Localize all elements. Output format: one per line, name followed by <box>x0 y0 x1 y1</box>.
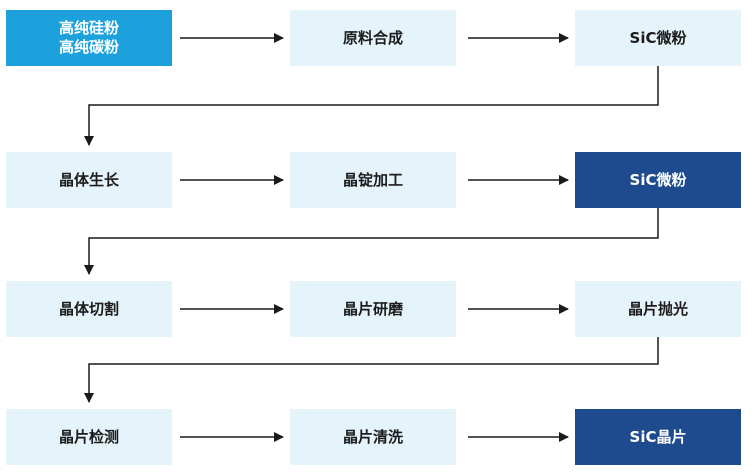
arrow-powder1-to-growth <box>84 66 659 146</box>
node-wafer-cleaning: 晶片清洗 <box>290 409 456 465</box>
node-sic-wafer: SiC晶片 <box>575 409 741 465</box>
node-raw-materials: 高纯硅粉 高纯碳粉 <box>6 10 172 66</box>
node-label: 晶体生长 <box>58 170 119 189</box>
node-label: 晶片清洗 <box>342 427 403 446</box>
node-label: 晶片研磨 <box>342 299 403 318</box>
node-label-line: 高纯硅粉 <box>58 19 119 37</box>
node-label: 晶片检测 <box>58 427 119 446</box>
node-label: 晶锭加工 <box>342 170 403 189</box>
node-crystal-cutting: 晶体切割 <box>6 281 172 337</box>
node-wafer-polishing: 晶片抛光 <box>575 281 741 337</box>
node-wafer-grinding: 晶片研磨 <box>290 281 456 337</box>
arrow-polishing-to-inspection <box>84 337 659 403</box>
node-wafer-inspection: 晶片检测 <box>6 409 172 465</box>
node-sic-powder-2: SiC微粉 <box>575 152 741 208</box>
node-label: 原料合成 <box>342 28 403 47</box>
arrow-powder2-to-cutting <box>84 208 659 275</box>
node-sic-powder-1: SiC微粉 <box>575 10 741 66</box>
node-ingot-processing: 晶锭加工 <box>290 152 456 208</box>
node-raw-synthesis: 原料合成 <box>290 10 456 66</box>
node-label-line: 高纯碳粉 <box>58 38 119 56</box>
node-crystal-growth: 晶体生长 <box>6 152 172 208</box>
node-label: 晶片抛光 <box>627 299 688 318</box>
node-label: 晶体切割 <box>58 299 119 318</box>
node-label: SiC晶片 <box>629 427 687 446</box>
node-label: SiC微粉 <box>629 170 687 189</box>
node-label: SiC微粉 <box>629 28 687 47</box>
